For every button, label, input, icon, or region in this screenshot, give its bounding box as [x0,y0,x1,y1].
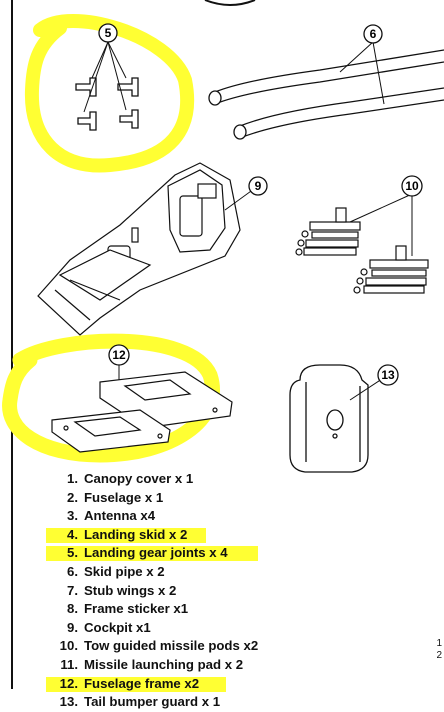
part-label-11: Missile launching pad x 2 [84,656,244,672]
part-label-2: Fuselage x 1 [84,489,164,505]
part-5-landing-gear-joints [24,14,195,173]
part-label-1: Canopy cover x 1 [84,471,194,486]
callout-6: 6 [370,27,377,41]
part-item-9: 9.Cockpit x1 [67,619,151,635]
callout-circle-13 [377,364,399,386]
highlight-circle-part-12 [2,333,220,463]
part-item-2: 2.Fuselage x 1 [67,489,164,505]
part-12-fuselage-frame [2,333,233,463]
part-item-1: 1.Canopy cover x 1 [67,471,194,486]
part-label-9: Cockpit x1 [84,619,151,635]
callout-5: 5 [105,26,112,40]
part-9-cockpit [37,162,259,336]
part-label-3: Antenna x4 [84,508,156,524]
callout-9: 9 [255,179,262,193]
part-label-10: Tow guided missile pods x2 [84,638,259,654]
partial-circle-top [204,0,256,6]
part-label-6: Skid pipe x 2 [84,563,165,579]
part-label-4: Landing skid x 2 [84,526,188,542]
part-item-7: 7.Stub wings x 2 [67,582,177,598]
part-item-13: 13.Tail bumper guard x 1 [59,694,221,710]
parts-illustration: 5 6 9 10 12 13 [2,0,444,473]
part-item-11: 11.Missile launching pad x 2 [60,656,244,672]
callout-12: 12 [112,348,126,362]
callout-circle-9 [248,176,268,196]
part-item-5-highlighted: 5.Landing gear joints x 4 [45,544,259,563]
callouts: 5 6 9 10 12 13 [98,23,423,386]
part-item-10: 10.Tow guided missile pods x2 [59,638,259,654]
part-item-8: 8.Frame sticker x1 [67,601,189,617]
part-13-tail-bumper-guard [289,364,389,473]
part-item-4-highlighted: 4.Landing skid x 2 [45,526,258,545]
part-label-5: Landing gear joints x 4 [84,545,228,561]
highlight-circle-part-5 [24,14,195,173]
callout-13: 13 [381,368,395,382]
part-label-7: Stub wings x 2 [84,582,177,598]
part-item-12-highlighted: 12.Fuselage frame x2 [45,675,258,694]
callout-10: 10 [405,179,419,193]
callout-circle-10 [401,175,423,197]
callout-circle-6 [363,24,383,44]
part-item-3: 3.Antenna x4 [67,508,156,524]
part-10-missile-pods [295,193,429,294]
margin-fragment-text: 1 2 [436,638,442,661]
part-item-6: 6.Skid pipe x 2 [67,563,165,579]
callout-circle-12 [108,344,130,366]
page-border-line [11,0,13,689]
parts-list: 1.Canopy cover x 1 2.Fuselage x 1 3.Ante… [45,470,259,712]
part-label-8: Frame sticker x1 [84,601,189,617]
callout-circle-5 [98,23,118,43]
part-label-13: Tail bumper guard x 1 [84,694,221,710]
part-label-12: Fuselage frame x2 [84,675,200,691]
part-6-skid-pipes [208,41,444,140]
